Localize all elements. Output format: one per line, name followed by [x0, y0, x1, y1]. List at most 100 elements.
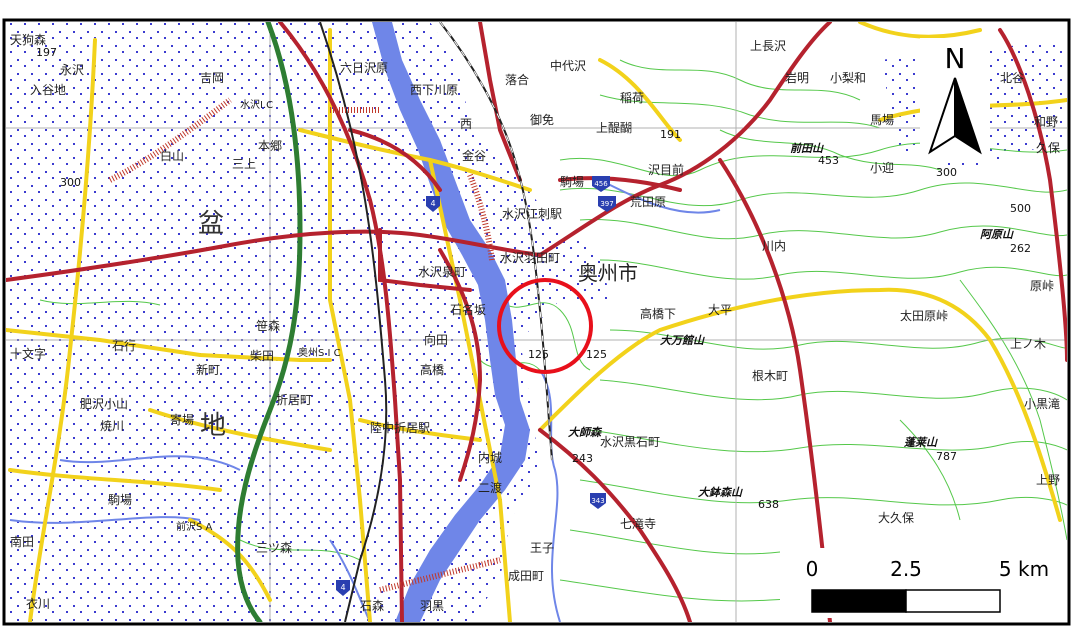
elevation-label: 197 [36, 46, 57, 59]
place-label: 荒田原 [630, 195, 666, 209]
place-label: 小迎 [870, 161, 894, 175]
route-shield-4-south: 4 [336, 580, 350, 596]
scale-tick-2-5: 2.5 [890, 557, 922, 581]
place-label: 西下川原 [410, 83, 458, 97]
place-label: 上長沢 [750, 39, 786, 53]
study-area-circle [497, 278, 593, 374]
route-shield-label: 4 [430, 199, 435, 208]
place-label: 水沢I.C [240, 98, 273, 111]
place-label: 落合 [505, 72, 529, 87]
place-label: 根木町 [752, 369, 788, 383]
place-label: 折居町 [276, 392, 312, 407]
route-shield-label: 456 [594, 180, 608, 188]
secondary-roads [6, 22, 1067, 622]
place-label: 白山 [160, 148, 184, 163]
place-label: 焼川 [100, 419, 124, 433]
place-label: 水沢江刺駅 [502, 207, 562, 221]
place-label: 高橋 [420, 362, 444, 377]
place-label: 原峠 [1030, 278, 1054, 293]
place-label: 岩明 [785, 70, 809, 85]
peak-label: 前田山 [790, 142, 824, 155]
place-label: 馬場 [870, 113, 894, 127]
place-labels: 天狗森 永沢 入谷地 吉岡 水沢I.C 六日沢原 西下川原 落合 中代沢 稲荷 … [10, 32, 1060, 613]
place-label: 駒場 [560, 175, 584, 189]
route-shield-label: 343 [591, 497, 604, 505]
elevation-label: 500 [1010, 202, 1031, 215]
scale-bar: 0 2.5 5 km [780, 548, 1060, 618]
elevation-label: 125 [586, 348, 607, 361]
railways [319, 22, 553, 622]
place-label: 奥州S I C [298, 346, 341, 359]
place-label: 前沢S A [176, 520, 213, 533]
place-label: 水沢泉町 [418, 265, 466, 279]
place-label: 上醍醐 [596, 121, 632, 135]
place-label: 成田町 [508, 569, 544, 583]
place-label: 沢目前 [648, 162, 684, 177]
elevation-label: 787 [936, 450, 957, 463]
place-label: 小黒滝 [1024, 397, 1060, 411]
place-label: 陸中折居駅 [370, 420, 430, 435]
basin-label-part2: 地 [200, 411, 226, 441]
north-arrow-label: N [945, 42, 966, 75]
peak-label: 大鉢森山 [698, 486, 743, 499]
place-label: 寄場 [170, 412, 194, 427]
place-label: 稲荷 [620, 91, 644, 105]
place-label: 久保 [1036, 141, 1060, 155]
place-label: 羽黒 [420, 599, 444, 613]
elevation-label: 300 [60, 176, 81, 189]
tohoku-expressway [235, 22, 303, 622]
place-label: 石森 [360, 598, 384, 613]
place-label: 水沢羽田町 [500, 251, 560, 265]
place-label: 二渡 [478, 480, 502, 495]
place-label: 石行 [112, 339, 136, 353]
paddy-field-area-west [6, 22, 610, 622]
peak-label: 大万館山 [660, 334, 705, 347]
grid-lines [6, 22, 1067, 622]
place-label: 本郷 [258, 139, 282, 153]
place-label: 大久保 [878, 511, 914, 525]
scale-bar-white-segment [905, 589, 1001, 613]
place-label: 川内 [762, 239, 786, 253]
place-label: 王子 [530, 541, 554, 555]
peak-label: 蓬莱山 [904, 436, 938, 449]
place-label: 南田 [10, 534, 34, 549]
place-label: 駒場 [108, 493, 132, 507]
place-label: 内城 [478, 451, 502, 465]
scale-tick-5km: 5 km [999, 557, 1049, 581]
place-label: 中代沢 [550, 58, 586, 73]
route-shield-4: 4 [426, 196, 440, 212]
route-shield-397: 397 [598, 196, 616, 212]
major-roads [6, 22, 1067, 622]
place-label: 大平 [708, 303, 732, 317]
place-label: 御免 [530, 112, 554, 127]
scale-tick-0: 0 [806, 557, 819, 581]
kitakami-river [372, 22, 530, 622]
place-label: 上野 [1036, 473, 1060, 487]
place-label: 肥沢小山 [80, 397, 128, 411]
place-label: 石名坂 [450, 302, 486, 317]
basin-label-part1: 盆 [198, 209, 224, 239]
place-label: 向田 [424, 332, 448, 347]
tributary-streams [9, 179, 721, 622]
peak-label: 阿原山 [980, 228, 1014, 241]
place-label: 吉岡 [200, 71, 224, 85]
elevation-label: 453 [818, 154, 839, 167]
place-label: 十文字 [10, 346, 46, 361]
scale-bar-black-segment [811, 589, 907, 613]
route-shield-label: 397 [600, 200, 613, 208]
place-label: 北谷 [1000, 71, 1024, 85]
place-label: 七滝寺 [620, 517, 656, 531]
place-label: 上ノ木 [1010, 337, 1046, 351]
elevation-label: 191 [660, 128, 681, 141]
place-label: 六日沢原 [340, 61, 388, 75]
place-label: 和野 [1034, 115, 1058, 129]
elevation-label: 262 [1010, 242, 1031, 255]
route-shield-label: 4 [340, 583, 345, 592]
place-label: 天狗森 [10, 32, 46, 47]
place-label: 高橋下 [640, 306, 676, 321]
place-label: 西 [460, 117, 472, 131]
place-label: 新町 [196, 362, 220, 377]
city-label-oshu: 奥州市 [578, 261, 638, 285]
place-label: 柴田 [250, 349, 274, 363]
